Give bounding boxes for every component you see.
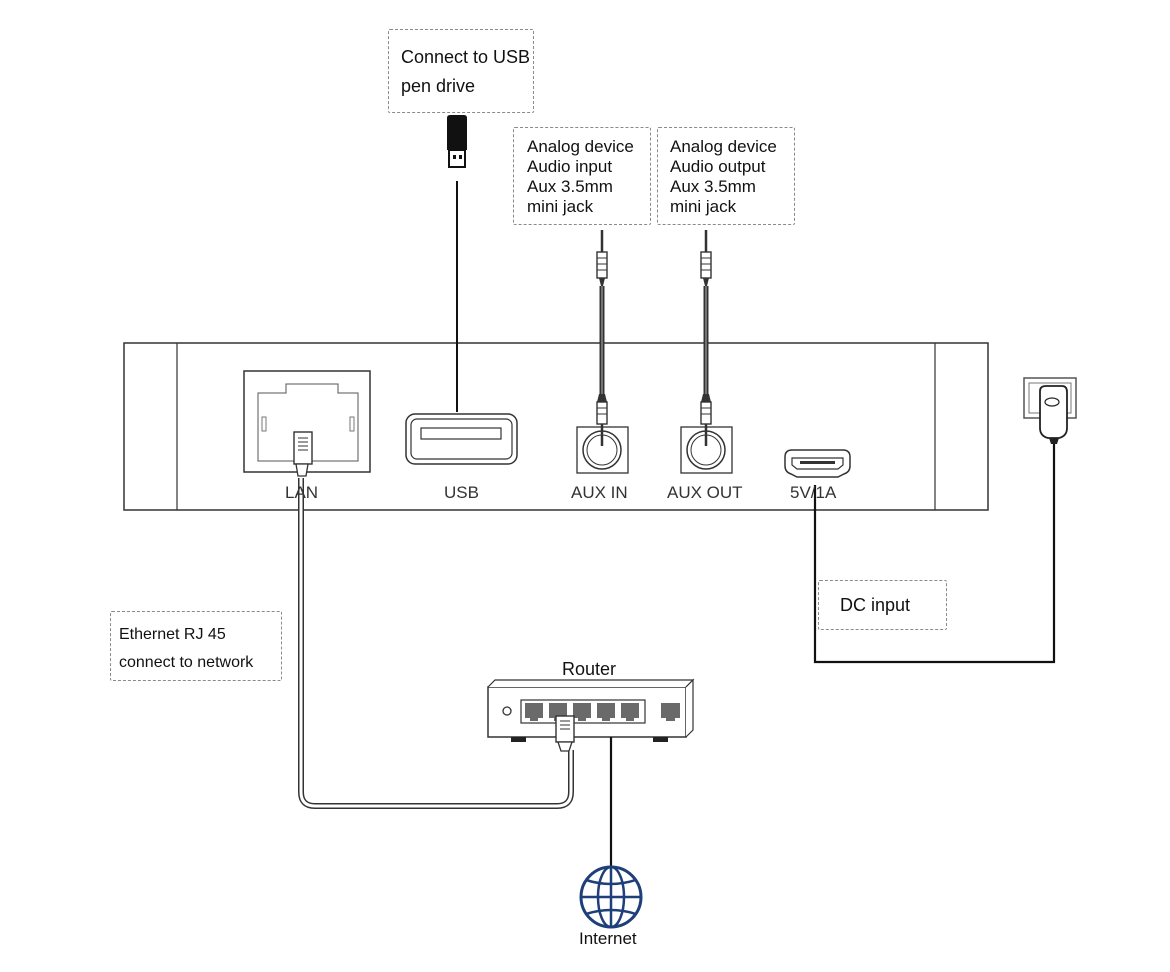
power-cable: [813, 440, 1056, 664]
ethernet-callout-line1: Ethernet RJ 45: [119, 626, 226, 643]
power-plug-icon: [1023, 377, 1077, 444]
globe-icon: [579, 865, 643, 929]
usb-callout-line2: pen drive: [401, 76, 476, 96]
aux-in-callout-line1: Analog device: [527, 137, 634, 156]
aux-out-callout-line3: Aux 3.5mm: [670, 177, 756, 196]
rj45-connector-icon: [293, 431, 313, 477]
usb-port: [405, 413, 518, 465]
audio-jack-icon: [700, 394, 712, 446]
aux-out-callout-line2: Audio output: [670, 157, 766, 176]
aux-in-callout: Analog device Audio input Aux 3.5mm mini…: [513, 127, 651, 225]
ethernet-callout-line2: connect to network: [119, 654, 254, 671]
audio-jack-icon: [596, 394, 608, 446]
aux-in-callout-line3: Aux 3.5mm: [527, 177, 613, 196]
usb-pen-drive-icon: [447, 115, 467, 168]
aux-in-callout-line2: Audio input: [527, 157, 613, 176]
aux-out-callout-line4: mini jack: [670, 197, 737, 216]
power-port-label: 5V/1A: [790, 483, 837, 502]
usb-port-label: USB: [444, 483, 479, 502]
usb-callout: Connect to USB pen drive: [388, 29, 534, 113]
router-label: Router: [562, 659, 617, 679]
power-port: [784, 449, 851, 478]
aux-in-callout-line4: mini jack: [527, 197, 594, 216]
usb-callout-line1: Connect to USB: [401, 47, 531, 67]
ethernet-callout: Ethernet RJ 45 connect to network: [110, 611, 282, 681]
router-icon: [487, 678, 695, 742]
aux-out-callout-line1: Analog device: [670, 137, 777, 156]
aux-out-callout: Analog device Audio output Aux 3.5mm min…: [657, 127, 795, 225]
dc-input-callout: DC input: [818, 580, 947, 630]
internet-label: Internet: [579, 929, 637, 948]
ethernet-cable: [298, 478, 574, 809]
aux-out-port-label: AUX OUT: [667, 483, 743, 502]
dc-input-callout-line1: DC input: [840, 595, 911, 615]
aux-in-port-label: AUX IN: [571, 483, 628, 502]
rj45-connector-icon: [555, 715, 575, 752]
audio-jack-icon: [596, 230, 608, 286]
lan-port-label: LAN: [285, 483, 319, 502]
audio-jack-icon: [700, 230, 712, 286]
